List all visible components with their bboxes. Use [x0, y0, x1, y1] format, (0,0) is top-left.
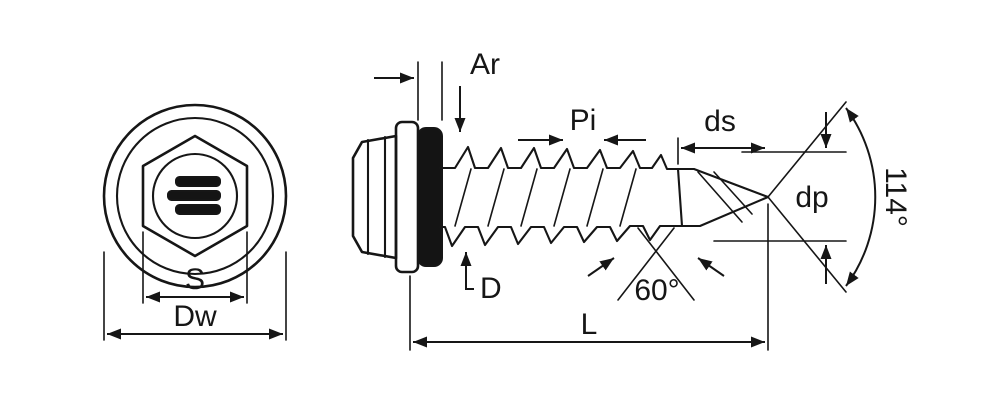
dim-d: D	[460, 252, 502, 305]
angle-leg	[637, 227, 695, 301]
helix-line	[454, 168, 472, 227]
helix-line	[586, 168, 604, 227]
helix-line	[619, 168, 637, 227]
angle-leg	[767, 196, 847, 293]
washer-outer-circle	[102, 103, 288, 289]
metal-washer	[394, 120, 420, 274]
helix-line	[553, 168, 571, 227]
leader-arrow	[460, 252, 474, 290]
head-center-circle	[151, 152, 239, 240]
flute-line	[697, 171, 743, 223]
dim-ar: Ar	[374, 48, 500, 132]
dim-thread-angle-label: 60°	[634, 274, 679, 307]
dim-s-label: S	[185, 263, 205, 296]
dim-thread-angle: 60°	[587, 227, 725, 307]
dim-tip-angle-label: 114°	[879, 167, 912, 227]
angle-arrow	[587, 257, 615, 277]
dim-length: L	[409, 203, 769, 351]
dim-length-label: L	[581, 308, 598, 341]
drill-point-top-edge	[674, 167, 770, 199]
dim-pi: Pi	[518, 104, 646, 146]
dim-dp-label: dp	[795, 181, 828, 214]
rubber-seal-washer	[417, 127, 443, 267]
dim-ds: ds	[677, 105, 765, 165]
threaded-shank	[438, 145, 678, 248]
dim-ds-label: ds	[704, 105, 736, 138]
dim-s: S	[142, 231, 248, 304]
dim-pi-label: Pi	[570, 104, 597, 137]
dim-tip-angle: 114°	[767, 101, 912, 293]
dim-dw-label: Dw	[173, 300, 217, 333]
brand-mark-bar	[175, 176, 221, 187]
angle-arrow	[697, 257, 725, 277]
dim-dp: dp	[713, 112, 847, 284]
angle-leg	[767, 101, 847, 198]
drill-point-bottom-edge	[674, 195, 770, 228]
hex-head-side	[351, 134, 398, 260]
brand-mark-bar	[175, 204, 221, 215]
dim-d-label: D	[480, 272, 502, 305]
flute-line	[713, 171, 753, 215]
thread-top-profile	[438, 145, 678, 171]
thread-helix-lines	[454, 168, 637, 227]
point-transition-line	[676, 167, 684, 228]
brand-mark	[167, 176, 221, 215]
dim-ar-label: Ar	[470, 48, 500, 81]
thread-bottom-profile	[438, 224, 678, 248]
helix-line	[520, 168, 538, 227]
cutting-lip-line	[727, 181, 769, 198]
dim-dw: Dw	[103, 251, 287, 341]
drill-point	[674, 167, 770, 228]
helix-line	[487, 168, 505, 227]
flange-inner-circle	[115, 116, 275, 276]
hex-head-outline	[141, 134, 249, 258]
side-view: Ar Pi ds dp 114°	[351, 48, 912, 351]
brand-mark-bar	[167, 190, 221, 201]
angle-leg	[617, 227, 675, 301]
angle-arc	[845, 107, 877, 287]
front-view: S Dw	[102, 103, 288, 341]
